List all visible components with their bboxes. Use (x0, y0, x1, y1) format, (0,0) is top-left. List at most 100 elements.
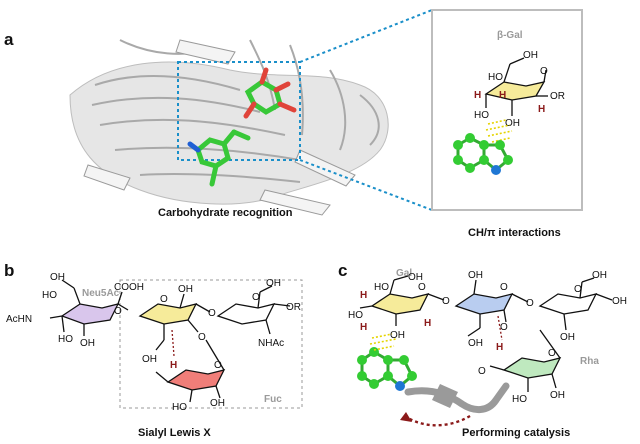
gal-ring-c (370, 293, 430, 315)
sugar-label-fuc: Fuc (264, 394, 282, 405)
glcnac-b-bonds (257, 285, 291, 335)
reducing-ring-c (538, 293, 598, 315)
atom-c-oh-6: OH (612, 296, 627, 307)
atom-c-oh-2: OH (390, 330, 405, 341)
atom-c-o-link4: O (478, 366, 486, 377)
indole-nitrogen (491, 165, 501, 175)
atom-b-oh-6: OH (210, 398, 225, 409)
b-ch-interaction (171, 329, 175, 357)
atom-c-oh-1: OH (408, 272, 423, 283)
atom-c-o-ring1: O (418, 282, 426, 293)
sugar-label-gal: Gal (396, 268, 412, 279)
panel-label-c: c (338, 261, 347, 280)
caption-sialyl-lewis-x: Sialyl Lewis X (138, 427, 211, 439)
h-atom-b: H (170, 360, 177, 371)
ch-pi-interaction-lines (485, 119, 513, 143)
atom-achn: AcHN (6, 314, 32, 325)
sialyl-box (119, 279, 303, 409)
panel-label-a: a (4, 30, 14, 49)
beta-gal-ring (484, 57, 548, 116)
atom-c-o-ring2: O (500, 282, 508, 293)
h-atom-c3: H (424, 318, 431, 329)
indole-atoms (453, 133, 513, 173)
atom-oh-2: OH (505, 118, 520, 129)
atom-c-oh-3: OH (468, 270, 483, 281)
gal-c-bonds (359, 275, 445, 326)
atom-ho-4: HO (488, 72, 503, 83)
zoom-box (177, 61, 301, 161)
rha-ring-c (502, 357, 562, 379)
atom-c-o-link1: O (442, 296, 450, 307)
atom-b-ho-3: HO (172, 402, 187, 413)
glcnac-ring-b (216, 303, 276, 325)
atom-c-oh-4: OH (468, 338, 483, 349)
glc-c-bonds (467, 279, 529, 337)
h-atom-3: H (538, 104, 545, 115)
h-atom-c2: H (360, 322, 367, 333)
c-ch-pi-lines (369, 333, 397, 351)
atom-b-o-link2: O (198, 332, 206, 343)
gal-b-bonds (155, 293, 211, 351)
indole-c-atoms (357, 347, 417, 389)
atom-b-o-link3: O (208, 308, 216, 319)
fuc-b-bonds (155, 339, 225, 403)
sugar-label-neu5ac: Neu5Ac (82, 288, 120, 299)
atom-b-o-link1: O (114, 306, 122, 317)
c-ch-interaction (497, 315, 503, 341)
atom-b-o-ring2: O (252, 292, 260, 303)
atom-b-o-ring3: O (214, 360, 222, 371)
atom-ho-3: HO (474, 110, 489, 121)
zoom-line-top (299, 9, 433, 63)
protein-structure (69, 39, 389, 216)
atom-b-oh-3: OH (178, 284, 193, 295)
atom-c-o-link2: O (526, 298, 534, 309)
h-atom-1: H (474, 90, 481, 101)
atom-b-oh-1: OH (50, 272, 65, 283)
atom-cooh: COOH (114, 282, 144, 293)
catalyst-group (432, 384, 458, 408)
atom-nhac: NHAc (258, 338, 284, 349)
caption-performing-catalysis: Performing catalysis (462, 427, 570, 439)
catalyst-linker (404, 382, 510, 413)
atom-b-oh-4: OH (142, 354, 157, 365)
catalysis-arrowhead (400, 412, 412, 422)
atom-b-oh-2: OH (80, 338, 95, 349)
atom-b-or: OR (286, 302, 301, 313)
reducing-c-bonds (563, 277, 613, 331)
catalysis-arrow (407, 414, 471, 427)
gal-ring-b (138, 303, 198, 325)
h-atom-c4: H (496, 342, 503, 353)
tryptophan-residue (187, 129, 251, 187)
inset-frame (431, 9, 583, 211)
atom-oh-6: OH (523, 50, 538, 61)
atom-c-o-ring4: O (548, 348, 556, 359)
atom-b-ho-1: HO (42, 290, 57, 301)
atom-ring-o: O (540, 66, 548, 77)
caption-ch-pi: CH/π interactions (468, 227, 561, 239)
neu5ac-ring (60, 303, 120, 325)
atom-or: OR (550, 91, 565, 102)
fuc-ring-b (166, 369, 226, 391)
atom-c-oh-5: OH (592, 270, 607, 281)
atom-c-oh-8: OH (550, 390, 565, 401)
rha-c-bonds (489, 329, 561, 392)
sugar-label-beta-gal: β-Gal (497, 30, 523, 41)
sugar-label-rha: Rha (580, 356, 599, 367)
h-atom-c1: H (360, 290, 367, 301)
atom-c-ho-1: HO (374, 282, 389, 293)
atom-c-ho-2: HO (348, 310, 363, 321)
panel-label-b: b (4, 261, 14, 280)
carbohydrate-ligand (243, 67, 297, 119)
atom-c-o-link3: O (500, 322, 508, 333)
atom-b-o-ring1: O (160, 294, 168, 305)
atom-b-oh-5: OH (266, 278, 281, 289)
neu5ac-bonds (49, 279, 129, 336)
caption-carbohydrate-recognition: Carbohydrate recognition (158, 207, 293, 219)
atom-c-ho-3: HO (512, 394, 527, 405)
atom-b-ho-2: HO (58, 334, 73, 345)
h-atom-2: H (499, 90, 506, 101)
atom-c-oh-7: OH (560, 332, 575, 343)
atom-c-o-ring3: O (574, 284, 582, 295)
